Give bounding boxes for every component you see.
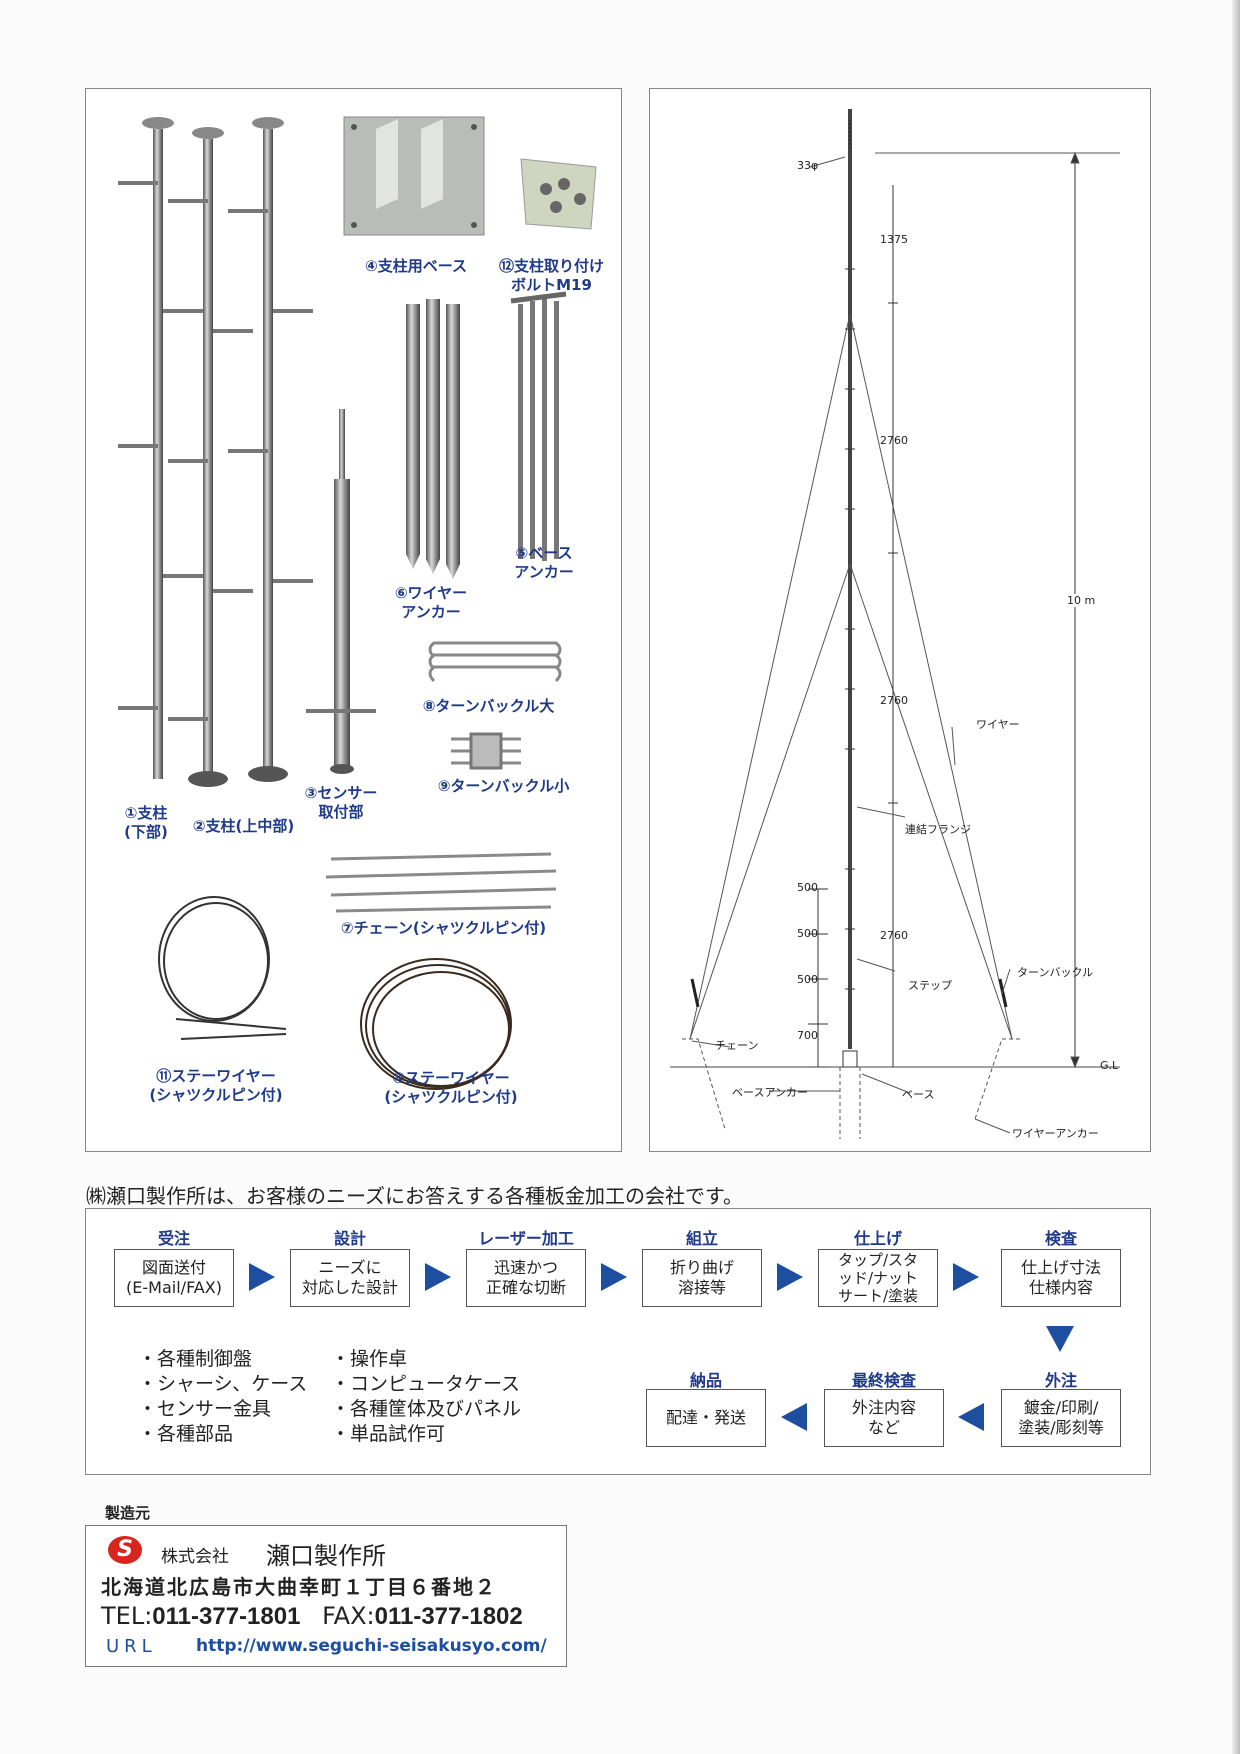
dim-segment-1: 2760 <box>880 434 908 447</box>
wire-right-lower <box>849 563 1013 1040</box>
step-box-delivery: 配達・発送 <box>646 1389 766 1447</box>
label-ground-level: G.L <box>1100 1059 1119 1072</box>
step-title-order: 受注 <box>157 1229 190 1248</box>
part-label-post-upper: ②支柱(上中部) <box>192 817 295 835</box>
part-label-stay-wire-11: ⑪ステーワイヤー (シャツクルピン付) <box>149 1067 283 1104</box>
step-title-design: 設計 <box>333 1229 366 1248</box>
company-name: 瀬口製作所 <box>266 1542 386 1570</box>
wire-right-upper <box>849 313 1013 1040</box>
arrow-right-icon <box>601 1263 627 1291</box>
step-box-outsource: 鍍金/印刷/ 塗装/彫刻等 <box>1001 1389 1121 1447</box>
company-address: 北海道北広島市大曲幸町１丁目６番地２ <box>101 1575 497 1599</box>
dim-total-height: 10 m <box>1067 594 1096 607</box>
wire-left-lower <box>689 563 851 1040</box>
post-base-image <box>343 116 485 236</box>
wire-left-upper <box>689 313 851 1040</box>
step-box-assembly: 折り曲げ 溶接等 <box>642 1249 762 1307</box>
dim-step-c: 500 <box>797 973 818 986</box>
dim-top-segment: 1375 <box>880 233 908 246</box>
label-wire-anchor: ワイヤーアンカー <box>1012 1127 1099 1140</box>
label-step: ステップ <box>908 979 952 992</box>
url-label: URL <box>106 1636 157 1657</box>
arrow-left-icon <box>958 1403 984 1431</box>
dim-step-d: 700 <box>797 1029 818 1042</box>
parts-illustrations <box>118 116 597 1090</box>
wire-anchor-image <box>406 299 460 579</box>
company-logo-icon: S <box>108 1536 142 1564</box>
part-label-base-anchor: ⑤ベース アンカー <box>514 544 574 581</box>
stay-wire-10-image <box>360 958 512 1090</box>
step-title-outsource: 外注 <box>1044 1371 1077 1390</box>
turnbuckle-small-image <box>451 732 521 770</box>
arrow-right-icon <box>953 1263 979 1291</box>
sensor-mount-image <box>306 409 376 774</box>
post-upper-image-2 <box>228 117 313 782</box>
label-wire: ワイヤー <box>976 718 1020 731</box>
label-chain: チェーン <box>715 1039 759 1052</box>
step-box-finishing: タップ/スタ ッド/ナット サート/塗装 <box>818 1249 938 1307</box>
part-label-turnbuckle-small: ⑨ターンバックル小 <box>437 777 570 795</box>
company-type: 株式会社 <box>161 1547 229 1567</box>
dim-segment-3: 2760 <box>880 929 908 942</box>
post-upper-image <box>168 127 253 787</box>
bolt-image <box>520 158 597 230</box>
base-anchor-image <box>510 291 567 561</box>
step-title-inspection: 検査 <box>1044 1229 1077 1248</box>
page-edge-shadow <box>1232 0 1240 1754</box>
arrow-right-icon <box>777 1263 803 1291</box>
part-label-sensor-mount: ③センサー 取付部 <box>304 784 378 821</box>
dim-step-b: 500 <box>797 927 818 940</box>
company-intro: ㈱瀬口製作所は、お客様のニーズにお答えする各種板金加工の会社です。 <box>86 1184 743 1208</box>
arrow-down-icon <box>1046 1326 1074 1352</box>
label-flange: 連結フランジ <box>905 823 971 836</box>
label-turnbuckle: ターンバックル <box>1017 966 1094 979</box>
stay-wire-11-image <box>158 896 287 1040</box>
arrow-left-icon <box>781 1403 807 1431</box>
dim-step-a: 500 <box>797 881 818 894</box>
label-base: ベース <box>902 1088 935 1101</box>
dim-top-diameter: 33φ <box>797 159 819 172</box>
dim-segment-2: 2760 <box>880 694 908 707</box>
step-box-design: ニーズに 対応した設計 <box>290 1249 410 1307</box>
part-label-turnbuckle-large: ⑧ターンバックル大 <box>422 697 555 715</box>
capabilities-list-right: ・操作卓 ・コンピュータケース ・各種筐体及びパネル ・単品試作可 <box>331 1348 522 1445</box>
maker-box: S 株式会社 瀬口製作所 北海道北広島市大曲幸町１丁目６番地２ TEL:011-… <box>85 1525 567 1667</box>
step-box-inspection: 仕上げ寸法 仕様内容 <box>1001 1249 1121 1307</box>
step-title-final-inspection: 最終検査 <box>851 1371 916 1390</box>
post-lower-image <box>118 117 203 779</box>
step-box-laser: 迅速かつ 正確な切断 <box>466 1249 586 1307</box>
capabilities-list-left: ・各種制御盤 ・シャーシ、ケース ・センサー金具 ・各種部品 <box>138 1348 308 1445</box>
label-base-anchor: ベースアンカー <box>732 1086 809 1099</box>
part-label-post-base: ④支柱用ベース <box>365 257 467 275</box>
chain-image <box>325 852 557 913</box>
step-title-delivery: 納品 <box>689 1371 722 1390</box>
parts-panel: ①支柱 (下部) ②支柱(上中部) ③センサー 取付部 ④支柱用ベース ⑫支柱取… <box>85 88 622 1152</box>
company-url-link[interactable]: http://www.seguchi-seisakusyo.com/ <box>196 1636 547 1656</box>
process-panel: 受注 図面送付 (E-Mail/FAX) 設計 ニーズに 対応した設計 レーザー… <box>85 1208 1151 1475</box>
mast-drawing <box>670 109 1120 1139</box>
maker-label: 製造元 <box>105 1504 151 1522</box>
step-title-laser: レーザー加工 <box>478 1229 574 1248</box>
part-label-post-lower: ①支柱 (下部) <box>124 804 168 841</box>
part-label-bolt: ⑫支柱取り付け ボルトM19 <box>498 257 604 294</box>
part-label-chain: ⑦チェーン(シャツクルピン付) <box>340 919 547 937</box>
step-box-final-inspection: 外注内容 など <box>824 1389 944 1447</box>
part-label-stay-wire-10: ⑩ステーワイヤー (シャツクルピン付) <box>384 1069 518 1106</box>
step-title-assembly: 組立 <box>685 1229 718 1248</box>
part-label-wire-anchor: ⑥ワイヤー アンカー <box>394 584 468 621</box>
step-title-finishing: 仕上げ <box>853 1229 902 1248</box>
step-box-order: 図面送付 (E-Mail/FAX) <box>114 1249 234 1307</box>
arrow-right-icon <box>425 1263 451 1291</box>
turnbuckle-large-image <box>428 641 562 683</box>
mast-diagram-panel: 33φ 1375 2760 2760 2760 10 m 500 500 500… <box>649 88 1151 1152</box>
arrow-right-icon <box>249 1263 275 1291</box>
contact-phone-fax: TEL:011-377-1801 FAX:011-377-1802 <box>101 1602 523 1630</box>
